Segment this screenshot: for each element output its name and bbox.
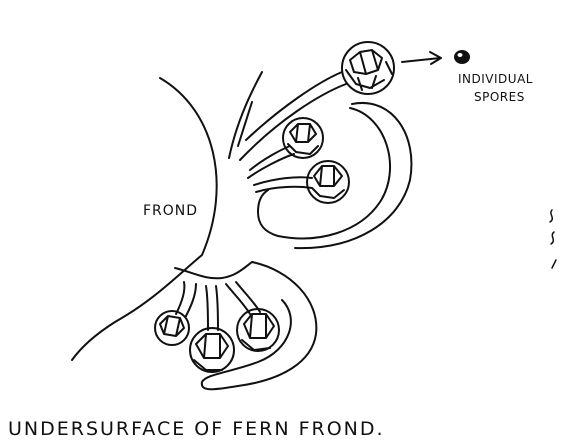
indusium-upper [258,108,390,238]
sporangium-stalk-low-2 [256,187,312,192]
sporangium-large [342,42,394,94]
sporangium-lower-left [155,311,189,345]
sporangium-stalk-lower-2 [206,286,208,330]
frond-blade-outline [72,78,217,360]
sporangium-stalk-lower-1b [186,284,196,316]
sporangium-stalk-lower-2b [216,286,218,330]
frond-label: FROND [143,203,198,219]
sporangium-upper-mid [283,118,323,158]
frond-lower-edge [175,262,252,278]
frond-lobe-upper [229,72,262,158]
sporangium-stalk-top [246,72,342,140]
individual-spores-label-line1: INDIVIDUAL [458,72,533,86]
sporangium-lower-middle [190,328,234,372]
sporangium-upper-low [307,161,349,203]
individual-spore [455,51,469,63]
individual-spore-highlight [458,53,463,57]
sporangium-stalk-lower-3 [226,284,250,314]
sporangium-stalk-lower-3b [236,282,260,312]
individual-spores-label-line2: SPORES [474,90,525,104]
sporangium-stalk-low [254,177,312,185]
edge-scribble [550,210,556,268]
diagram-caption: UNDERSURFACE OF FERN FROND. [8,418,385,440]
sporangium-lower-right [237,309,279,351]
sporangium-stalk-lower-1 [176,282,184,314]
